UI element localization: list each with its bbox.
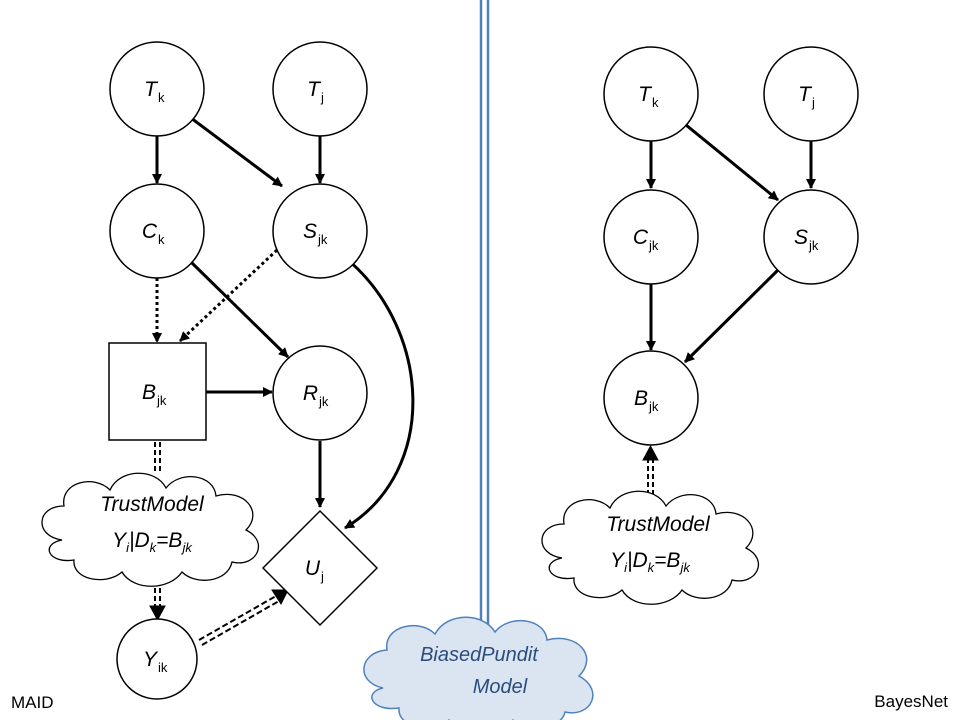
edge-trustmodel-yik (149, 572, 166, 622)
bn-node-sjk: S jk (763, 189, 859, 285)
bn-node-sjk-sub: jk (808, 238, 819, 253)
bn-node-cjk-main: C (633, 226, 649, 249)
maid-trustmodel-cloud: TrustModel Yi|Dk=Bjk (41, 472, 260, 587)
bn-node-cjk-sub: jk (648, 238, 659, 253)
bn-node-tj-sub: j (811, 95, 815, 110)
node-tj-sub: j (320, 90, 324, 105)
maid-node-sjk: S jk (272, 183, 368, 279)
edge-yik-uj (198, 589, 289, 646)
node-uj-sub: j (320, 569, 324, 584)
edge-tk-sjk (190, 116, 283, 188)
maid-node-tk: T k (109, 41, 205, 137)
bn-trustmodel-title: TrustModel (606, 513, 711, 536)
node-tk-main: T (144, 78, 159, 101)
bayesnet-diagram: T k T j C jk S jk B jk TrustModel (541, 46, 859, 605)
maid-node-ck: C k (109, 183, 205, 279)
edge-sjk-uj (344, 258, 415, 530)
node-ck-main: C (142, 220, 158, 243)
bn-node-bjk: B jk (603, 350, 699, 446)
maid-edges (149, 116, 415, 646)
node-tj-main: T (307, 78, 322, 101)
node-yik-main: Y (143, 648, 159, 671)
node-bjk-sub: jk (156, 393, 167, 408)
maid-node-bjk-decision: B jk (108, 342, 207, 441)
maid-node-yik: Y ik (116, 618, 198, 700)
bn-trustmodel-formula: Yi|Dk=Bjk (610, 549, 691, 575)
bn-node-tk-main: T (638, 83, 653, 106)
bn-node-tj-main: T (798, 83, 813, 106)
node-uj-main: U (305, 557, 321, 580)
bn-edge-tk-sjk (685, 123, 779, 202)
biased-pundit-cloud: BiasedPundit Model (363, 616, 594, 720)
maid-label: MAID (11, 693, 54, 712)
node-rjk-sub: jk (318, 394, 329, 409)
maid-node-rjk: R jk (272, 345, 368, 441)
edge-sjk-bjk (178, 248, 279, 343)
node-sjk-sub: jk (317, 232, 328, 247)
node-sjk-main: S (303, 220, 317, 243)
maid-node-tj: T j (272, 41, 368, 137)
pundit-title-line2: Model (473, 676, 528, 698)
maid-diagram: T k T j C k S jk B jk R jk (41, 41, 415, 700)
center-divider (479, 0, 490, 720)
node-ck-sub: k (158, 232, 165, 247)
bayesnet-label: BayesNet (874, 692, 948, 711)
node-yik-sub: ik (158, 660, 168, 675)
bn-node-bjk-sub: jk (648, 399, 659, 414)
maid-trustmodel-title: TrustModel (100, 493, 205, 516)
maid-trustmodel-formula: Yi|Dk=Bjk (112, 529, 193, 555)
node-tk-sub: k (158, 90, 165, 105)
bn-node-sjk-main: S (794, 226, 808, 249)
edge-ck-rjk (190, 261, 290, 359)
node-rjk-main: R (303, 382, 318, 405)
bayesnet-edges (642, 123, 816, 495)
pundit-title-line1: BiasedPundit (420, 644, 539, 666)
bn-node-tk-sub: k (652, 95, 659, 110)
bn-edge-sjk-bjk (683, 268, 780, 364)
bn-node-tj: T j (763, 46, 859, 142)
bn-node-cjk: C jk (603, 189, 699, 285)
edge-bjk-trustmodel (154, 442, 161, 473)
bn-node-tk: T k (603, 46, 699, 142)
bn-trustmodel-cloud: TrustModel Yi|Dk=Bjk (541, 490, 760, 605)
node-bjk-main: B (142, 381, 156, 404)
maid-node-uj-utility: U j (261, 509, 379, 627)
bn-edge-trustmodel-bjk (642, 444, 659, 495)
bn-node-bjk-main: B (634, 387, 648, 410)
